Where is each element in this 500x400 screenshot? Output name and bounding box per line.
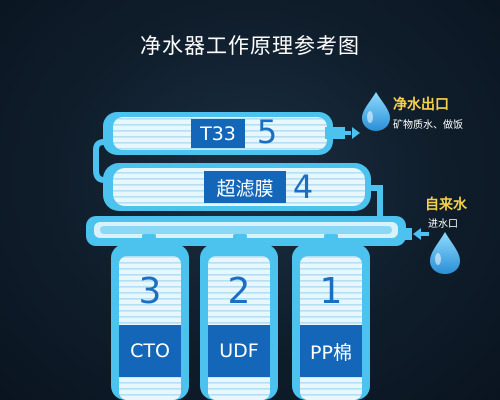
water-drop-icon: [430, 232, 460, 274]
stage-3-label: CTO: [119, 325, 181, 377]
arrow-left-icon: [413, 228, 429, 240]
drop-shine: [435, 253, 441, 265]
inlet-title: 自来水: [425, 197, 467, 213]
stage-5-label: T33: [191, 119, 245, 148]
stage-4-label: 超滤膜: [204, 171, 286, 203]
stage-2-label: UDF: [208, 325, 270, 377]
outlet-subtitle: 矿物质水、做饭: [393, 120, 463, 131]
outlet-title: 净水出口: [393, 97, 449, 113]
stage-1-number: 1: [319, 271, 343, 312]
diagram-title: 净水器工作原理参考图: [140, 34, 360, 58]
drop-shine: [367, 111, 373, 123]
inlet-subtitle: 进水口: [428, 219, 458, 230]
stage-5-number: 5: [256, 113, 278, 151]
stage-1-label: PP棉: [300, 325, 362, 377]
inlet-pipe: [398, 228, 412, 240]
arrow-right-icon: [345, 127, 360, 139]
pipe-4-to-manifold: [371, 185, 383, 222]
stage-3-number: 3: [138, 271, 162, 312]
stage-4-number: 4: [292, 168, 314, 206]
pipe-4-to-5: [93, 139, 113, 183]
stage-2-number: 2: [227, 271, 251, 312]
water-drop-icon: [362, 92, 390, 131]
